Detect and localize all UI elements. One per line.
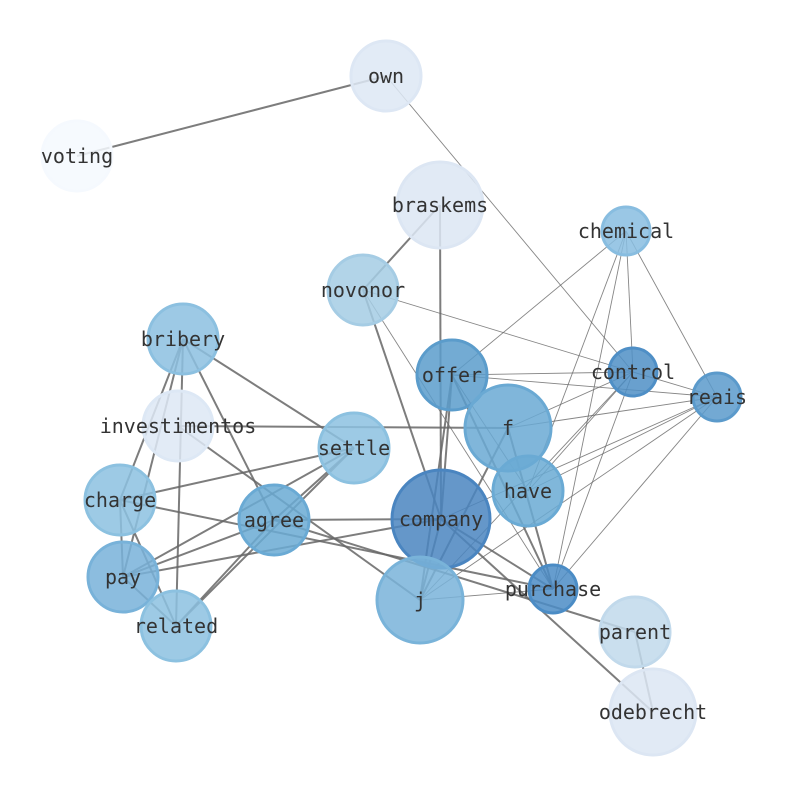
node-odebrecht — [608, 667, 698, 757]
node-novonor — [326, 253, 400, 327]
node-j — [375, 555, 465, 645]
edge-novonor-purchase — [362, 289, 554, 590]
edge-reais-purchase — [552, 396, 718, 590]
edge-settle-charge — [119, 447, 355, 501]
node-label-company: company — [399, 507, 483, 531]
edge-novonor-control — [362, 289, 634, 373]
node-voting — [40, 119, 114, 193]
node-label-pay: pay — [105, 565, 141, 589]
node-label-have: have — [504, 479, 552, 503]
node-parent — [598, 595, 672, 669]
node-chemical — [600, 205, 652, 257]
node-label-j: j — [414, 588, 426, 612]
node-related — [139, 589, 213, 663]
edge-chemical-offer — [451, 230, 627, 376]
node-label-bribery: bribery — [141, 327, 225, 351]
node-label-parent: parent — [599, 620, 671, 644]
node-label-purchase: purchase — [505, 577, 601, 601]
node-pay — [86, 540, 160, 614]
nodes: own voting braskems chemical novonor bribery o… — [40, 39, 747, 757]
edge-chemical-reais — [625, 230, 718, 398]
node-offer — [415, 338, 489, 412]
node-purchase — [527, 563, 579, 615]
edge-bribery-pay — [122, 338, 184, 578]
node-investimentos — [141, 389, 215, 463]
node-label-control: control — [591, 360, 675, 384]
node-bribery — [146, 302, 220, 376]
node-label-charge: charge — [84, 488, 156, 512]
node-control — [607, 346, 659, 398]
node-label-f: f — [502, 416, 514, 440]
node-label-odebrecht: odebrecht — [599, 700, 707, 724]
node-charge — [83, 463, 157, 537]
edge-control-purchase — [552, 371, 634, 590]
node-label-braskems: braskems — [392, 193, 488, 217]
node-label-novonor: novonor — [321, 278, 405, 302]
edge-offer-reais — [451, 374, 718, 398]
edge-chemical-purchase — [552, 230, 627, 590]
node-agree — [237, 483, 311, 557]
node-settle — [317, 411, 391, 485]
node-label-related: related — [134, 614, 218, 638]
node-label-reais: reais — [687, 385, 747, 409]
node-label-voting: voting — [41, 144, 113, 168]
edge-own-voting — [76, 75, 387, 157]
edge-reais-j — [419, 396, 718, 601]
edge-charge-purchase — [119, 499, 554, 590]
node-label-offer: offer — [422, 363, 482, 387]
node-reais — [691, 371, 743, 423]
node-own — [349, 39, 423, 113]
node-have — [491, 454, 565, 528]
node-braskems — [395, 160, 485, 250]
node-label-settle: settle — [318, 436, 390, 460]
node-label-agree: agree — [244, 508, 304, 532]
node-label-investimentos: investimentos — [100, 414, 257, 438]
node-label-chemical: chemical — [578, 219, 674, 243]
edge-bribery-related — [175, 338, 184, 627]
node-label-own: own — [368, 64, 404, 88]
